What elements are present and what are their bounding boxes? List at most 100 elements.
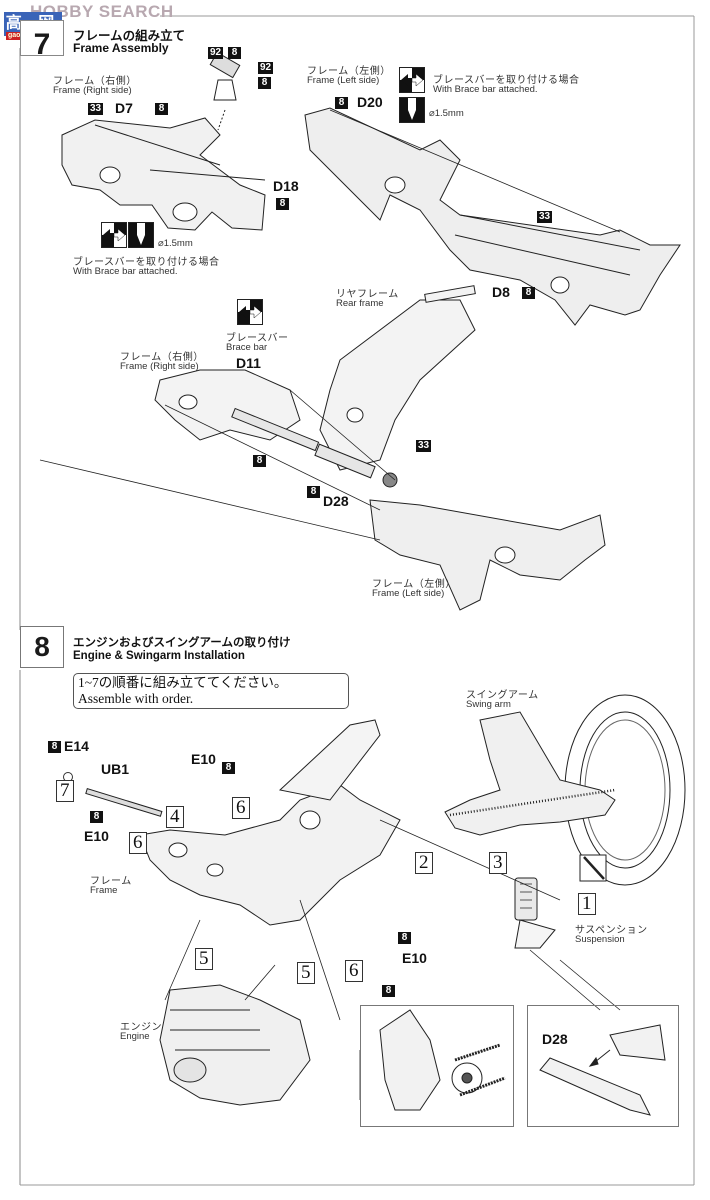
- assembly-order-note: 1~7の順番に組み立ててください。 Assemble with order.: [73, 673, 349, 709]
- part-chip-8: 8: [258, 77, 271, 89]
- left-frame2-label-en: Frame (Left side): [372, 588, 445, 599]
- right-frame-label-jp: フレーム（右側）: [53, 76, 137, 87]
- part-chip-33: 33: [537, 211, 553, 223]
- inset-d28-drawing: [539, 1024, 666, 1116]
- engine-label-en: Engine: [120, 1031, 150, 1042]
- part-chip-8: 8: [90, 811, 103, 823]
- part-chip-92: 92: [258, 62, 274, 74]
- drill-size-left: ⌀1.5mm: [158, 238, 193, 249]
- part-chip-8: 8: [522, 287, 535, 299]
- engine-label-jp: エンジン: [120, 1022, 162, 1033]
- step-number-8: 8: [20, 626, 64, 668]
- part-chip-8: 8: [48, 741, 61, 753]
- frame-label-en: Frame: [90, 885, 118, 896]
- rear-frame-drawing: [319, 285, 476, 471]
- drill-size-right: ⌀1.5mm: [429, 108, 464, 119]
- fuel-tank-cap-drawing: [209, 51, 241, 101]
- ub1-rod-drawing: [85, 788, 163, 817]
- brace-note-right-jp: ブレースバーを取り付ける場合: [433, 75, 580, 86]
- assembly-order-note-jp: 1~7の順番に組み立ててください。: [78, 675, 288, 690]
- swing-arm-label-jp: スイングアーム: [466, 690, 539, 701]
- sequence-number-6: 6: [129, 832, 147, 854]
- suspension-label-jp: サスペンション: [575, 925, 648, 936]
- left-frame-label-en: Frame (Left side): [307, 75, 380, 86]
- part-label-d20: D20: [357, 94, 383, 110]
- inset-chain-detail: [360, 1005, 514, 1127]
- main-frame-step8-drawing: [139, 784, 401, 926]
- part-chip-33: 33: [88, 103, 104, 115]
- rear-frame-label-en: Rear frame: [336, 298, 384, 309]
- right-frame2-label-en: Frame (Right side): [120, 361, 199, 372]
- sequence-number-6: 6: [232, 797, 250, 819]
- part-label-d28: D28: [323, 493, 349, 509]
- engine-drawing: [159, 984, 311, 1106]
- watermark-brand: HOBBY SEARCH: [30, 2, 174, 21]
- brace-note-left-en: With Brace bar attached.: [73, 266, 178, 277]
- part-label-d8: D8: [492, 284, 510, 300]
- step-8-number-text: 8: [34, 631, 50, 662]
- step8-title-en: Engine & Swingarm Installation: [73, 650, 245, 662]
- sequence-number-7: 7: [56, 780, 74, 802]
- brace-bar-arrow-icon: [399, 67, 425, 93]
- step-number-7: 7: [20, 20, 64, 61]
- sequence-number-1: 1: [578, 893, 596, 915]
- part-label-e10: E10: [402, 950, 427, 966]
- inset-chain-drawing: [379, 1009, 506, 1111]
- suspension-label-en: Suspension: [575, 934, 625, 945]
- rear-frame-step8-drawing: [278, 719, 381, 830]
- rear-frame-label-jp: リヤフレーム: [336, 289, 399, 300]
- part-label-ub1: UB1: [101, 761, 130, 777]
- inset-d28-detail: D28: [527, 1005, 679, 1127]
- step7-title-en: Frame Assembly: [73, 41, 169, 55]
- swing-arm-label-en: Swing arm: [466, 699, 511, 710]
- right-frame-drawing: [61, 117, 266, 231]
- brace-bar-arrow-icon: [237, 299, 263, 325]
- part-chip-8: 8: [335, 97, 348, 109]
- part-label-d18: D18: [273, 178, 299, 194]
- left-frame2-label-jp: フレーム（左側）: [372, 579, 456, 590]
- part-chip-92: 92: [208, 47, 224, 59]
- assembly-order-note-en: Assemble with order.: [78, 691, 194, 706]
- brace-bar-arrow-icon: [101, 222, 127, 248]
- part-label-e14: E14: [64, 738, 89, 754]
- step8-title-jp: エンジンおよびスイングアームの取り付け: [73, 637, 291, 649]
- brace-note-left-jp: ブレースバーを取り付ける場合: [73, 257, 220, 268]
- part-chip-8: 8: [222, 762, 235, 774]
- drill-hole-icon: [399, 97, 425, 123]
- left-frame-drawing: [304, 107, 681, 326]
- step7-title-jp: フレームの組み立て: [73, 29, 186, 43]
- drill-hole-icon: [128, 222, 154, 248]
- part-chip-8: 8: [398, 932, 411, 944]
- part-label-e10: E10: [191, 751, 216, 767]
- part-label-d7: D7: [115, 100, 133, 116]
- sequence-number-5: 5: [297, 962, 315, 984]
- right-frame2-label-jp: フレーム（右側）: [120, 352, 204, 363]
- sequence-number-2: 2: [415, 852, 433, 874]
- part-chip-8: 8: [276, 198, 289, 210]
- part-chip-8: 8: [307, 486, 320, 498]
- brace-bar-label-jp: ブレースバー: [226, 333, 289, 344]
- right-frame-label-en: Frame (Right side): [53, 85, 132, 96]
- part-label-e10: E10: [84, 828, 109, 844]
- suspension-drawing: [514, 877, 556, 949]
- assembly-guide-lines: [39, 389, 396, 541]
- left-frame-label-jp: フレーム（左側）: [307, 66, 391, 77]
- brace-note-right-en: With Brace bar attached.: [433, 84, 538, 95]
- sequence-number-3: 3: [489, 852, 507, 874]
- sequence-number-6: 6: [345, 960, 363, 982]
- part-chip-33: 33: [416, 440, 432, 452]
- part-chip-8: 8: [253, 455, 266, 467]
- brace-bar-label-en: Brace bar: [226, 342, 268, 353]
- left-frame-assembly-drawing: [369, 499, 606, 611]
- step-7-number-text: 7: [33, 28, 51, 61]
- swing-arm-drawing: [444, 711, 616, 836]
- part-chip-8: 8: [228, 47, 241, 59]
- sequence-number-4: 4: [166, 806, 184, 828]
- part-chip-8: 8: [155, 103, 168, 115]
- frame-label-jp: フレーム: [90, 876, 132, 887]
- part-chip-8: 8: [382, 985, 395, 997]
- no-glue-icon-drawing: [579, 854, 607, 882]
- part-label-d11: D11: [236, 355, 261, 371]
- sequence-number-5: 5: [195, 948, 213, 970]
